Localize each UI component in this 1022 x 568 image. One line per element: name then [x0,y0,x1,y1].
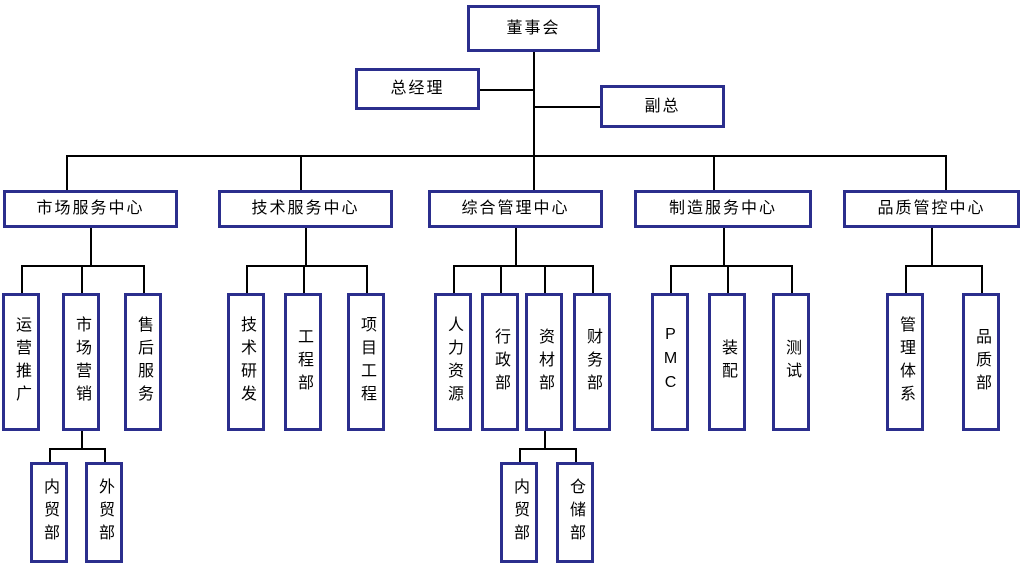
node-center-manufacturing-service: 制造服务中心 [634,190,812,228]
node-dept-finance: 财务部 [573,293,611,431]
connector-line [305,228,307,265]
connector-line [533,155,535,190]
node-dept-management-system: 管理体系 [886,293,924,431]
connector-line [480,89,533,91]
connector-line [533,106,600,108]
node-dept-operations-promotion: 运营推广 [2,293,40,431]
connector-line [544,431,546,448]
connector-line [500,265,502,293]
connector-line [519,448,521,462]
connector-line [592,265,594,293]
connector-line [515,228,517,265]
connector-line [453,265,455,293]
connector-line [300,155,302,190]
node-sub-warehouse: 仓储部 [556,462,594,563]
node-dept-project-engineering: 项目工程 [347,293,385,431]
node-center-general-management: 综合管理中心 [428,190,603,228]
connector-line [981,265,983,293]
node-dept-human-resources: 人力资源 [434,293,472,431]
connector-line [723,228,725,265]
node-dept-pmc: PMC [651,293,689,431]
connector-line [81,265,83,293]
node-sub-domestic-trade-materials: 内贸部 [500,462,538,563]
node-dept-administration: 行政部 [481,293,519,431]
connector-line [670,265,791,267]
node-dept-after-sales: 售后服务 [124,293,162,431]
connector-line [670,265,672,293]
connector-line [727,265,729,293]
connector-line [533,52,535,155]
node-dept-assembly: 装配 [708,293,746,431]
connector-line [66,155,945,157]
node-dept-materials: 资材部 [525,293,563,431]
node-deputy-general-manager: 副总 [600,85,725,128]
connector-line [931,228,933,265]
node-general-manager: 总经理 [355,68,480,110]
connector-line [713,155,715,190]
connector-line [143,265,145,293]
connector-line [366,265,368,293]
connector-line [21,265,23,293]
node-sub-foreign-trade: 外贸部 [85,462,123,563]
node-dept-engineering: 工程部 [284,293,322,431]
node-dept-testing: 测试 [772,293,810,431]
node-dept-quality: 品质部 [962,293,1000,431]
node-center-market-service: 市场服务中心 [3,190,178,228]
connector-line [791,265,793,293]
connector-line [90,228,92,265]
connector-line [49,448,104,450]
connector-line [104,448,106,462]
connector-line [246,265,248,293]
connector-line [519,448,575,450]
connector-line [453,265,592,267]
node-dept-tech-rnd: 技术研发 [227,293,265,431]
node-dept-marketing: 市场营销 [62,293,100,431]
connector-line [544,265,546,293]
node-center-tech-service: 技术服务中心 [218,190,393,228]
connector-line [945,155,947,190]
connector-line [303,265,305,293]
connector-line [905,265,907,293]
connector-line [905,265,981,267]
connector-line [66,155,68,190]
node-center-quality-control: 品质管控中心 [843,190,1020,228]
connector-line [575,448,577,462]
connector-line [49,448,51,462]
node-sub-domestic-trade-marketing: 内贸部 [30,462,68,563]
connector-line [81,431,83,448]
connector-line [246,265,366,267]
node-board: 董事会 [467,5,600,52]
